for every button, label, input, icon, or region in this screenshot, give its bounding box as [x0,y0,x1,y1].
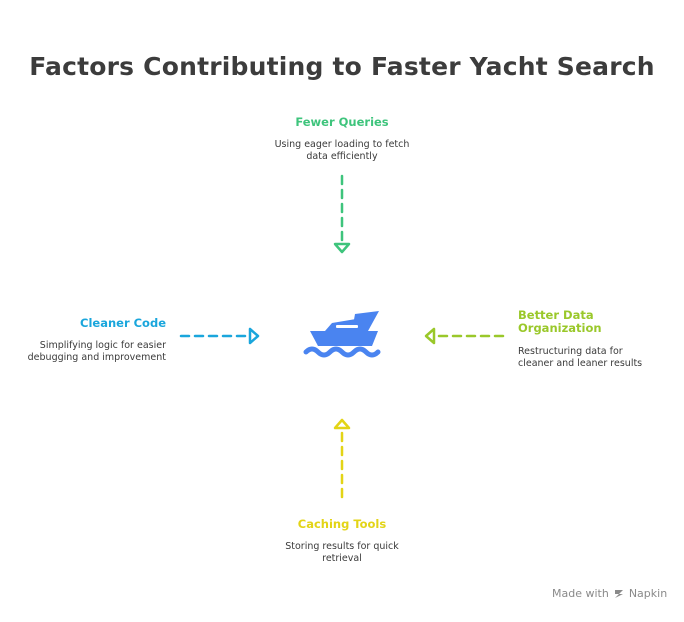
node-desc-caching-tools: Storing results for quick retrieval [242,541,442,565]
title-line: Better Data [518,308,594,322]
desc-line: Restructuring data for [518,346,623,357]
desc-line: data efficiently [306,151,378,162]
arrow-better-data-organization [424,327,505,345]
footer-watermark: Made with Napkin [552,587,667,600]
diagram-title: Factors Contributing to Faster Yacht Sea… [29,52,655,81]
desc-line: Simplifying logic for easier [39,340,166,351]
desc-line: Storing results for quick [285,541,399,552]
napkin-icon [613,588,625,600]
desc-line: retrieval [322,553,362,564]
footer-made-with: Made with [552,587,609,600]
node-title-fewer-queries: Fewer Queries [295,115,389,129]
node-title-caching-tools: Caching Tools [297,517,387,531]
arrow-cleaner-code [179,327,260,345]
desc-line: cleaner and leaner results [518,358,643,369]
yacht-icon [303,311,381,358]
node-title-better-data-organization: Better Data Organization [518,309,668,335]
footer-brand: Napkin [628,587,668,600]
node-title-cleaner-code: Cleaner Code [80,316,166,330]
arrow-caching-tools [333,418,351,499]
node-desc-better-data-organization: Restructuring data for cleaner and leane… [518,346,678,370]
title-line: Organization [518,321,602,335]
node-desc-cleaner-code: Simplifying logic for easier debugging a… [10,340,166,364]
desc-line: debugging and improvement [27,352,166,363]
arrow-fewer-queries [333,174,351,254]
desc-line: Using eager loading to fetch [274,139,410,150]
node-desc-fewer-queries: Using eager loading to fetch data effici… [242,139,442,163]
